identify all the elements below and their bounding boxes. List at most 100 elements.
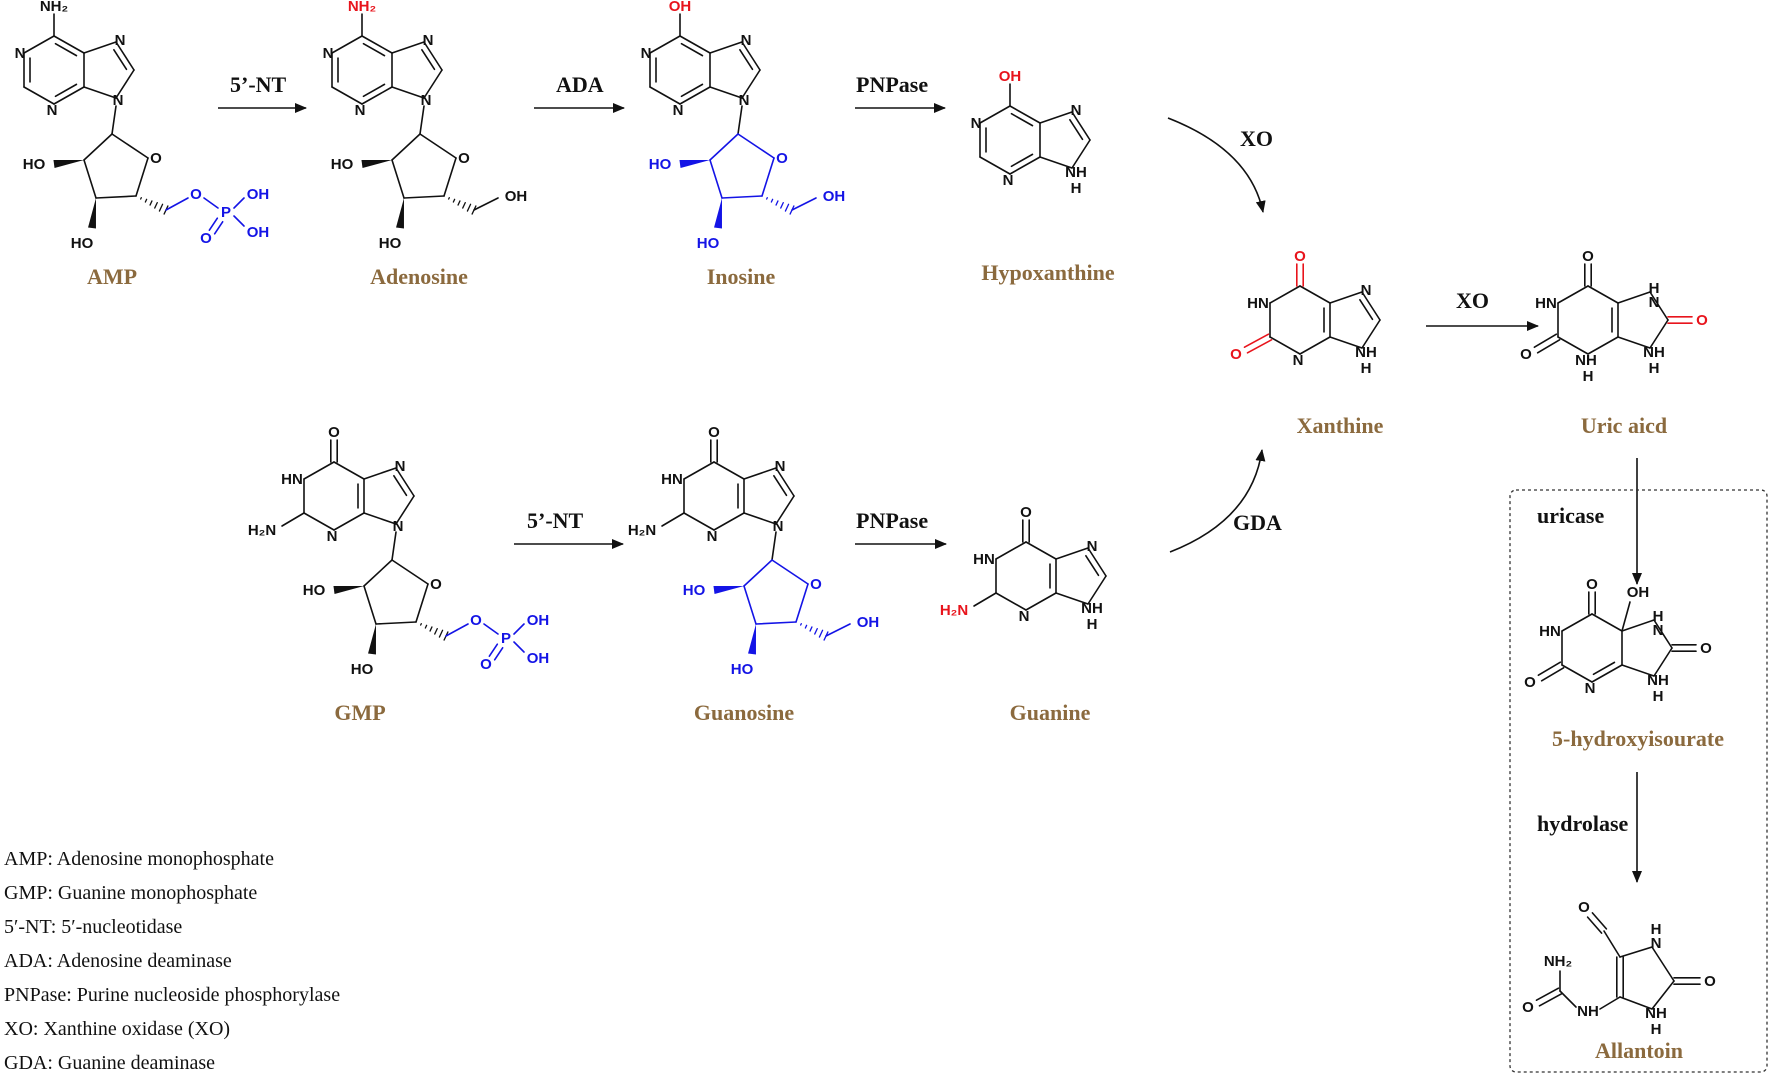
atom-label: H₂N [248, 522, 276, 539]
atom-label: N [641, 45, 652, 62]
atom-label: NH₂ [1544, 953, 1572, 970]
atom-label: O [1294, 248, 1306, 265]
atom-label: OH [1627, 584, 1650, 601]
atom-label: O [1522, 999, 1534, 1016]
atom-label: N [1361, 282, 1372, 299]
atom-label: N [323, 45, 334, 62]
arrow-hypoxanthine-to-xanthine [1167, 117, 1266, 213]
atom-label: N [1649, 294, 1660, 311]
compound-name-allantoin: Allantoin [1595, 1038, 1683, 1063]
atom-label: P [501, 630, 511, 647]
atom-label: N [327, 528, 338, 545]
atom-label: HO [731, 661, 754, 678]
molecular-structures: NNNNNH₂OHOHOOPOHOHONNNNNH₂OHOHOOHNNNNOHO… [15, 0, 1717, 1038]
compound-name-uric-acid: Uric aicd [1581, 413, 1667, 438]
enzyme-label-ada: ADA [556, 72, 604, 97]
compound-name-inosine: Inosine [707, 264, 776, 289]
atom-label: N [773, 518, 784, 535]
atom-label: O [810, 576, 822, 593]
atom-label: H [1649, 280, 1660, 297]
atom-label: N [1087, 538, 1098, 555]
atom-label: N [775, 458, 786, 475]
enzyme-label-hydrolase: hydrolase [1537, 811, 1629, 836]
atom-label: HO [683, 582, 706, 599]
atom-label: P [221, 204, 231, 221]
compound-name-hydroxyisourate: 5-hydroxyisourate [1552, 726, 1724, 751]
atom-label: H [1583, 368, 1594, 385]
atom-label: OH [999, 68, 1022, 85]
atom-label: N [423, 32, 434, 49]
atom-label: HO [351, 661, 374, 678]
atom-label: O [1586, 576, 1598, 593]
atom-label: H [1071, 180, 1082, 197]
legend-item: GDA: Guanine deaminase [4, 1052, 216, 1074]
atom-label: NH [1355, 344, 1377, 361]
compound-name-amp: AMP [87, 264, 137, 289]
atom-label: NH [1081, 600, 1103, 617]
compound-name-xanthine: Xanthine [1297, 413, 1384, 438]
atom-label: NH [1575, 352, 1597, 369]
atom-label: NH [1643, 344, 1665, 361]
atom-label: N [1651, 935, 1662, 952]
atom-label: N [113, 92, 124, 109]
legend-item: AMP: Adenosine monophosphate [4, 848, 274, 870]
atom-label: O [1524, 674, 1536, 691]
atom-label: O [1578, 899, 1590, 916]
atom-label: OH [247, 186, 270, 203]
enzyme-label-xo-curve: XO [1240, 126, 1273, 151]
atom-label: OH [669, 0, 692, 15]
enzyme-label-gda: GDA [1233, 510, 1282, 535]
atom-label: HN [281, 471, 303, 488]
atom-label: HO [649, 156, 672, 173]
atom-label: HO [71, 235, 94, 252]
atom-label: N [971, 115, 982, 132]
atom-label: O [458, 150, 470, 167]
legend-item: 5′-NT: 5′-nucleotidase [4, 916, 183, 938]
atom-label: O [776, 150, 788, 167]
abbreviation-legend: AMP: Adenosine monophosphate GMP: Guanin… [4, 842, 340, 1080]
atom-label: H [1653, 608, 1664, 625]
atom-label: NH [1645, 1005, 1667, 1022]
atom-label: H [1651, 1021, 1662, 1038]
legend-item: ADA: Adenosine deaminase [4, 950, 232, 972]
atom-label: N [115, 32, 126, 49]
compound-name-gmp: GMP [334, 700, 385, 725]
atom-label: N [1019, 608, 1030, 625]
atom-label: O [1520, 346, 1532, 363]
atom-label: OH [527, 650, 550, 667]
atom-label: O [1230, 346, 1242, 363]
atom-label: H₂N [628, 522, 656, 539]
atom-label: OH [505, 188, 528, 205]
atom-label: H [1653, 688, 1664, 705]
atom-label: O [1700, 640, 1712, 657]
atom-label: OH [247, 224, 270, 241]
atom-label: N [1293, 352, 1304, 369]
legend-item: XO: Xanthine oxidase (XO) [4, 1018, 231, 1040]
atom-label: NH [1065, 164, 1087, 181]
reaction-arrows [218, 103, 1642, 883]
atom-label: N [1653, 622, 1664, 639]
atom-label: HO [697, 235, 720, 252]
atom-label: NH₂ [348, 0, 376, 15]
atom-label: H [1651, 921, 1662, 938]
atom-label: O [470, 612, 482, 629]
compound-name-adenosine: Adenosine [370, 264, 468, 289]
atom-label: N [739, 92, 750, 109]
atom-label: N [393, 518, 404, 535]
atom-label: O [1020, 504, 1032, 521]
atom-label: O [190, 186, 202, 203]
atom-label: NH₂ [40, 0, 68, 15]
atom-label: NH [1647, 672, 1669, 689]
